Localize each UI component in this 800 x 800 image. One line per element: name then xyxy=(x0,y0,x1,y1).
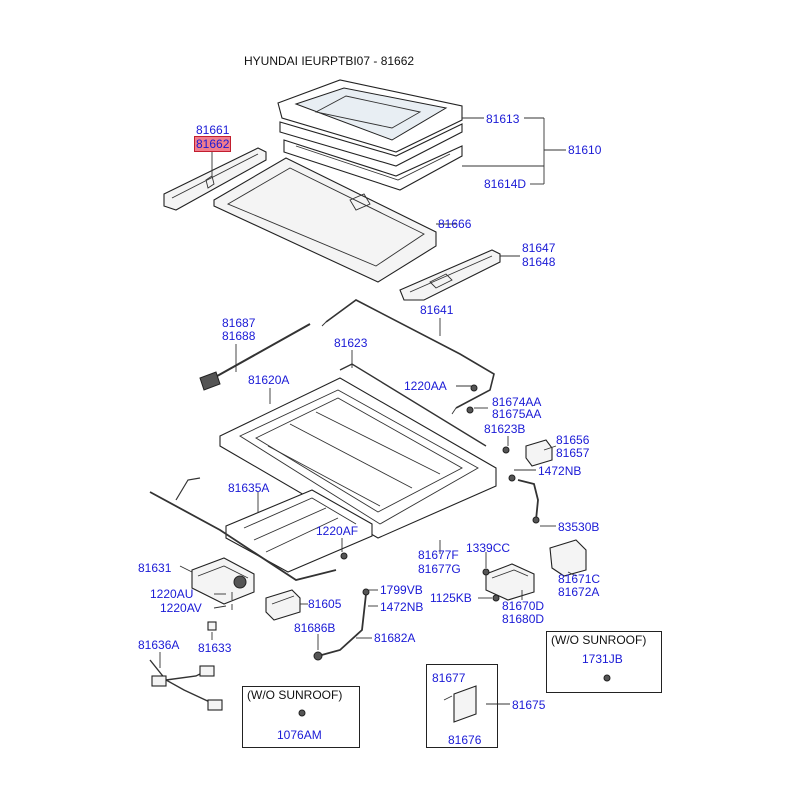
part-label-81656[interactable]: 81656 xyxy=(556,433,590,447)
glass-panel-81613[interactable] xyxy=(277,79,463,167)
part-label-81631[interactable]: 81631 xyxy=(138,561,172,575)
wo-sunroof-header-right: (W/O SUNROOF) xyxy=(551,633,647,647)
part-label-81648[interactable]: 81648 xyxy=(522,255,556,269)
sunshade-81666[interactable] xyxy=(213,157,437,283)
bracket-81656[interactable] xyxy=(525,439,553,467)
part-label-81623b[interactable]: 81623B xyxy=(484,422,526,436)
part-label-81675[interactable]: 81675 xyxy=(512,698,546,712)
part-box-81675 xyxy=(426,664,498,748)
part-label-1220av[interactable]: 1220AV xyxy=(160,601,202,615)
part-label-81677g[interactable]: 81677G xyxy=(418,562,461,576)
part-label-1731jb[interactable]: 1731JB xyxy=(582,652,623,666)
part-label-81661[interactable]: 81661 xyxy=(196,123,230,137)
part-label-81687[interactable]: 81687 xyxy=(222,316,256,330)
part-label-81636a[interactable]: 81636A xyxy=(138,638,180,652)
drain-hose-81641[interactable] xyxy=(321,299,495,415)
wind-deflector-81662[interactable] xyxy=(163,147,267,211)
wiring-harness-81636a[interactable] xyxy=(149,659,223,711)
wo-sunroof-box-right: (W/O SUNROOF) 1731JB xyxy=(546,631,662,693)
fasteners xyxy=(340,384,516,602)
part-label-81682a[interactable]: 81682A xyxy=(374,631,416,645)
part-label-1339cc[interactable]: 1339CC xyxy=(466,541,511,555)
part-label-81674aa[interactable]: 81674AA xyxy=(492,395,542,409)
bracket-81671c[interactable] xyxy=(549,539,587,577)
drain-hose-81682a[interactable] xyxy=(313,588,370,661)
part-label-81675aa[interactable]: 81675AA xyxy=(492,407,542,421)
nut-icon xyxy=(603,674,611,682)
part-label-81614d[interactable]: 81614D xyxy=(484,177,527,191)
guide-rail-81647[interactable] xyxy=(399,249,501,301)
part-label-81605[interactable]: 81605 xyxy=(308,597,342,611)
wo-sunroof-box-left: (W/O SUNROOF) 1076AM xyxy=(242,686,360,748)
leader-lines xyxy=(159,117,577,705)
cable-81687[interactable] xyxy=(199,323,311,391)
part-label-1799vb[interactable]: 1799VB xyxy=(380,583,423,597)
sunroof-motor-81631[interactable] xyxy=(191,557,255,605)
part-label-81670d[interactable]: 81670D xyxy=(502,599,545,613)
part-label-81676[interactable]: 81676 xyxy=(448,733,482,747)
part-label-1125kb[interactable]: 1125KB xyxy=(430,591,472,605)
part-label-81657[interactable]: 81657 xyxy=(556,446,590,460)
clip-81633[interactable] xyxy=(207,621,217,631)
part-label-81647[interactable]: 81647 xyxy=(522,241,556,255)
nut-icon xyxy=(298,709,306,717)
part-label-81610[interactable]: 81610 xyxy=(568,143,602,157)
connector-81605[interactable] xyxy=(265,589,301,621)
part-label-81686b[interactable]: 81686B xyxy=(294,621,336,635)
part-label-81623[interactable]: 81623 xyxy=(334,336,368,350)
part-label-81671c[interactable]: 81671C xyxy=(558,572,601,586)
cover-81675[interactable] xyxy=(443,685,477,723)
motor-bracket-81635a[interactable] xyxy=(225,489,373,573)
part-label-81662[interactable]: 81662 xyxy=(194,136,232,152)
part-label-81688[interactable]: 81688 xyxy=(222,329,256,343)
part-label-81666[interactable]: 81666 xyxy=(438,217,472,231)
part-label-81680d[interactable]: 81680D xyxy=(502,612,545,626)
part-label-81613[interactable]: 81613 xyxy=(486,112,520,126)
part-label-1076am[interactable]: 1076AM xyxy=(277,728,322,742)
wo-sunroof-header-left: (W/O SUNROOF) xyxy=(247,688,343,702)
drain-tube-83530b[interactable] xyxy=(517,479,540,524)
seal-frame-81614d[interactable] xyxy=(283,139,463,191)
part-label-83530b[interactable]: 83530B xyxy=(558,520,600,534)
part-label-81641[interactable]: 81641 xyxy=(420,303,454,317)
part-label-1472nb-a[interactable]: 1472NB xyxy=(538,464,582,478)
part-label-81633[interactable]: 81633 xyxy=(198,641,232,655)
drive-cable-81635a[interactable] xyxy=(149,477,337,581)
part-label-1472nb-b[interactable]: 1472NB xyxy=(380,600,424,614)
diagram-title: HYUNDAI IEURPTBI07 - 81662 xyxy=(244,54,415,68)
part-label-81677f[interactable]: 81677F xyxy=(418,548,459,562)
part-label-81620a[interactable]: 81620A xyxy=(248,373,290,387)
part-label-81677[interactable]: 81677 xyxy=(432,671,466,685)
sunroof-frame-81620a[interactable] xyxy=(219,377,497,539)
part-label-81672a[interactable]: 81672A xyxy=(558,585,600,599)
part-label-1220af[interactable]: 1220AF xyxy=(316,524,359,538)
part-label-1220aa[interactable]: 1220AA xyxy=(404,379,447,393)
part-label-81635a[interactable]: 81635A xyxy=(228,481,270,495)
part-label-1220au[interactable]: 1220AU xyxy=(150,587,194,601)
bracket-81670d[interactable] xyxy=(485,563,535,601)
